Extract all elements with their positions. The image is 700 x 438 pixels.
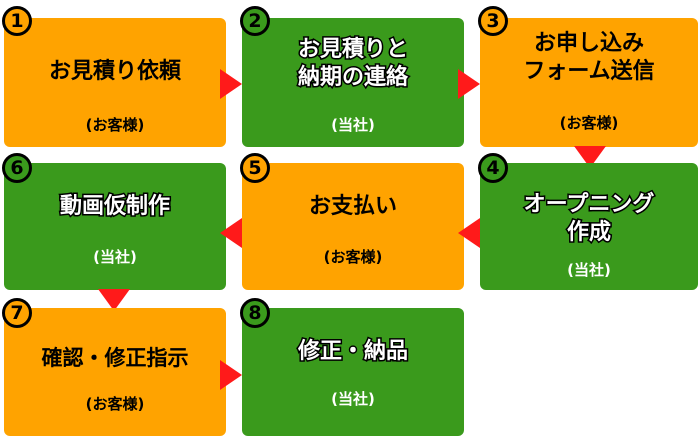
- flow-arrow-2-to-3: [458, 69, 480, 99]
- step-1-box: 1 お見積り依頼 (お客様): [2, 6, 226, 147]
- step-title: お見積り依頼: [48, 59, 181, 84]
- step-party-label: (当社): [567, 261, 611, 279]
- step-title: お申し込み フォーム送信: [523, 31, 655, 84]
- step-party-label: (当社): [93, 248, 137, 266]
- step-number-badge: 6: [2, 153, 32, 183]
- flow-arrow-7-to-8: [220, 360, 242, 390]
- step-title: お支払い: [308, 194, 397, 219]
- flow-arrow-6-to-7: [98, 289, 130, 311]
- step-title: 確認・修正指示: [41, 346, 189, 370]
- step-number-badge: 7: [2, 298, 32, 328]
- step-party-label: (お客様): [559, 114, 619, 132]
- step-title: オープニング 作成: [522, 191, 656, 247]
- step-3-box: 3 お申し込み フォーム送信 (お客様): [478, 6, 698, 147]
- flow-arrow-3-to-4: [574, 146, 606, 168]
- step-5-box: 5 お支払い (お客様): [240, 153, 464, 290]
- step-title: 修正・納品: [296, 338, 409, 366]
- step-party-label: (お客様): [85, 116, 145, 134]
- step-title: お見積りと 納期の連絡: [296, 36, 409, 92]
- flow-arrow-1-to-2: [220, 69, 242, 99]
- flow-arrow-4-to-5: [458, 218, 480, 248]
- step-party-label: (当社): [331, 390, 375, 408]
- flow-arrow-5-to-6: [220, 218, 242, 248]
- step-number-badge: 3: [478, 6, 508, 36]
- step-number-badge: 2: [240, 6, 270, 36]
- step-8-box: 8 修正・納品 (当社): [240, 298, 464, 436]
- step-number-badge: 8: [240, 298, 270, 328]
- step-party-label: (当社): [331, 116, 375, 134]
- step-number-badge: 1: [2, 6, 32, 36]
- step-title: 動画仮制作: [58, 193, 171, 221]
- step-2-box: 2 お見積りと 納期の連絡 (当社): [240, 6, 464, 147]
- step-number-badge: 5: [240, 153, 270, 183]
- step-7-box: 7 確認・修正指示 (お客様): [2, 298, 226, 436]
- step-party-label: (お客様): [85, 395, 145, 413]
- step-number-badge: 4: [478, 153, 508, 183]
- step-6-box: 6 動画仮制作 (当社): [2, 153, 226, 290]
- step-party-label: (お客様): [323, 248, 383, 266]
- step-4-box: 4 オープニング 作成 (当社): [478, 153, 698, 290]
